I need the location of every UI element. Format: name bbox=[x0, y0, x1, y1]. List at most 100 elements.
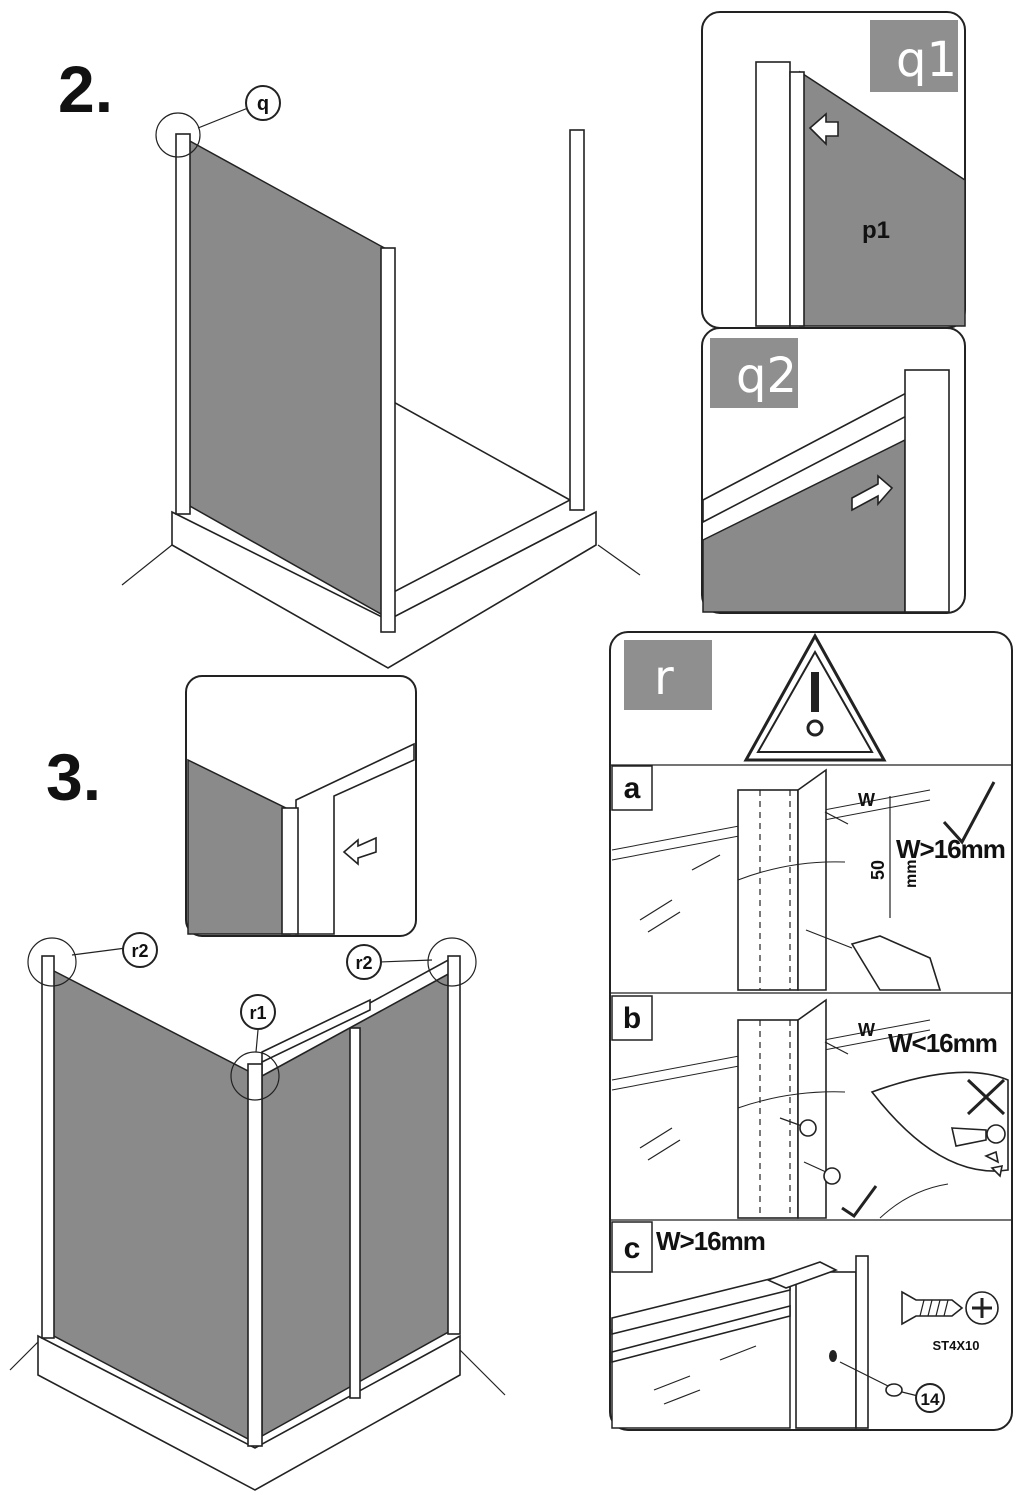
arrow-left-icon bbox=[342, 836, 377, 866]
row-a-glass-mark bbox=[691, 854, 721, 871]
arrow-left-icon bbox=[808, 112, 839, 146]
row-a-w-label: W bbox=[858, 790, 875, 810]
step-3-number: 3. bbox=[46, 740, 101, 814]
detail-q1-tag-text: q1 bbox=[896, 32, 957, 88]
row-a-letter-box bbox=[611, 765, 653, 811]
floor-line bbox=[597, 544, 641, 576]
magnified-glass-detail bbox=[870, 1071, 1009, 1172]
leader-line bbox=[197, 107, 249, 129]
row-a-profile bbox=[737, 789, 799, 991]
row-c-profile-top bbox=[765, 1261, 839, 1289]
row-b-glass-mark bbox=[639, 1127, 673, 1149]
detail-r-tag bbox=[624, 640, 712, 710]
leader-line bbox=[255, 1029, 259, 1053]
warning-icon-dot bbox=[806, 719, 824, 737]
row-c-glass-mark bbox=[719, 1345, 757, 1361]
row-b-letter-box bbox=[611, 995, 653, 1041]
floor-line bbox=[121, 544, 173, 586]
row-a-glass-mark bbox=[639, 899, 673, 921]
wall-profile-left bbox=[175, 133, 191, 515]
callout-circle-r2-left bbox=[27, 937, 77, 987]
detail-r: r a W 50 bbox=[609, 631, 1013, 1431]
screw-cap bbox=[885, 1383, 903, 1397]
screw-icon bbox=[779, 1117, 817, 1137]
detail-r-row-a: a W 50 mm W>16mm bbox=[611, 765, 1006, 991]
row-a-dimension: 50 bbox=[868, 860, 888, 880]
row-b-letter: b bbox=[623, 1002, 641, 1035]
part-number-bubble bbox=[915, 1383, 945, 1413]
detail-q1-profile bbox=[755, 61, 791, 327]
step-3-inset-post bbox=[281, 807, 299, 935]
screw-hole bbox=[829, 1350, 837, 1362]
drill-icon bbox=[850, 935, 942, 991]
callout-r2-right-label: r2 bbox=[355, 953, 372, 973]
arrow-right-icon bbox=[851, 474, 894, 512]
callout-q-label: q bbox=[257, 93, 269, 115]
detail-q2-tag-text: q2 bbox=[736, 348, 797, 404]
callout-bubble-r1 bbox=[240, 994, 276, 1030]
sliding-door-edge bbox=[349, 1027, 361, 1399]
detail-q2: q2 bbox=[701, 327, 966, 614]
check-icon bbox=[841, 1185, 878, 1219]
detail-q1-panel-label: p1 bbox=[862, 217, 890, 244]
row-c-rail-lower bbox=[611, 1304, 791, 1364]
shower-tray bbox=[37, 1334, 461, 1491]
leader-line bbox=[839, 1361, 889, 1387]
row-c-letter-box bbox=[611, 1221, 653, 1273]
front-profile bbox=[380, 247, 396, 633]
check-icon bbox=[942, 781, 996, 845]
detail-r-row-c: c W>16mm 14 bbox=[611, 1221, 999, 1429]
warning-icon-inner bbox=[756, 649, 874, 753]
row-b-glass-edge bbox=[737, 1091, 846, 1109]
screw-icon bbox=[803, 1161, 841, 1185]
callout-bubble-q bbox=[245, 85, 281, 121]
row-c-glass-mark bbox=[663, 1389, 701, 1405]
leader-line bbox=[379, 959, 433, 963]
wall-profile-left bbox=[41, 955, 55, 1339]
callout-bubble-r2-right bbox=[346, 944, 382, 980]
callout-circle-r1 bbox=[230, 1051, 280, 1101]
row-b-condition: W<16mm bbox=[888, 1028, 997, 1058]
callout-bubble-r2-left bbox=[122, 932, 158, 968]
floor-line bbox=[9, 1339, 41, 1371]
warning-icon-bar bbox=[811, 672, 819, 712]
corner-post bbox=[247, 1063, 263, 1447]
step-3-inset-detail bbox=[185, 675, 417, 937]
detail-q2-tag bbox=[710, 338, 798, 408]
w-arrow bbox=[824, 1041, 849, 1055]
row-c-profile bbox=[795, 1271, 857, 1429]
row-a-glass-mark bbox=[647, 911, 681, 933]
row-b-profile-side bbox=[797, 998, 827, 1219]
row-a-profile-side bbox=[797, 768, 827, 991]
detail-r-tag-text: r bbox=[654, 650, 674, 706]
drill-bit bbox=[805, 929, 853, 949]
w-arrow bbox=[824, 811, 849, 825]
cross-icon bbox=[966, 1078, 1006, 1116]
detail-q1-profile-inner bbox=[789, 71, 805, 327]
wall-profile-right bbox=[569, 129, 585, 511]
row-a-unit: mm bbox=[903, 860, 920, 888]
row-b-w-label: W bbox=[858, 1020, 875, 1040]
fragment bbox=[984, 1150, 1000, 1164]
step-3-illustration: r2 r2 r1 bbox=[9, 932, 506, 1491]
wall-profile-right bbox=[447, 955, 461, 1335]
callout-circle-q bbox=[155, 112, 201, 158]
row-a-condition: W>16mm bbox=[896, 834, 1005, 864]
detail-r-row-b: b bbox=[611, 995, 1009, 1219]
detail-q2-profile bbox=[904, 369, 950, 613]
floor-line bbox=[459, 1349, 506, 1396]
row-b-glass-mark bbox=[647, 1139, 681, 1161]
detail-q1: q1 p1 bbox=[701, 11, 966, 329]
callout-r1-label: r1 bbox=[249, 1003, 266, 1023]
step-2-illustration: q bbox=[121, 85, 641, 669]
detail-q1-tag bbox=[870, 20, 958, 92]
step-2-number: 2. bbox=[58, 52, 113, 126]
top-rail-handle bbox=[261, 998, 371, 1064]
row-c-part-number: 14 bbox=[921, 1390, 940, 1409]
row-c-glass-mark bbox=[653, 1375, 691, 1391]
row-c-condition: W>16mm bbox=[656, 1226, 765, 1256]
row-c-rail bbox=[611, 1272, 791, 1336]
row-a-letter: a bbox=[624, 772, 641, 805]
fragment bbox=[990, 1164, 1004, 1178]
